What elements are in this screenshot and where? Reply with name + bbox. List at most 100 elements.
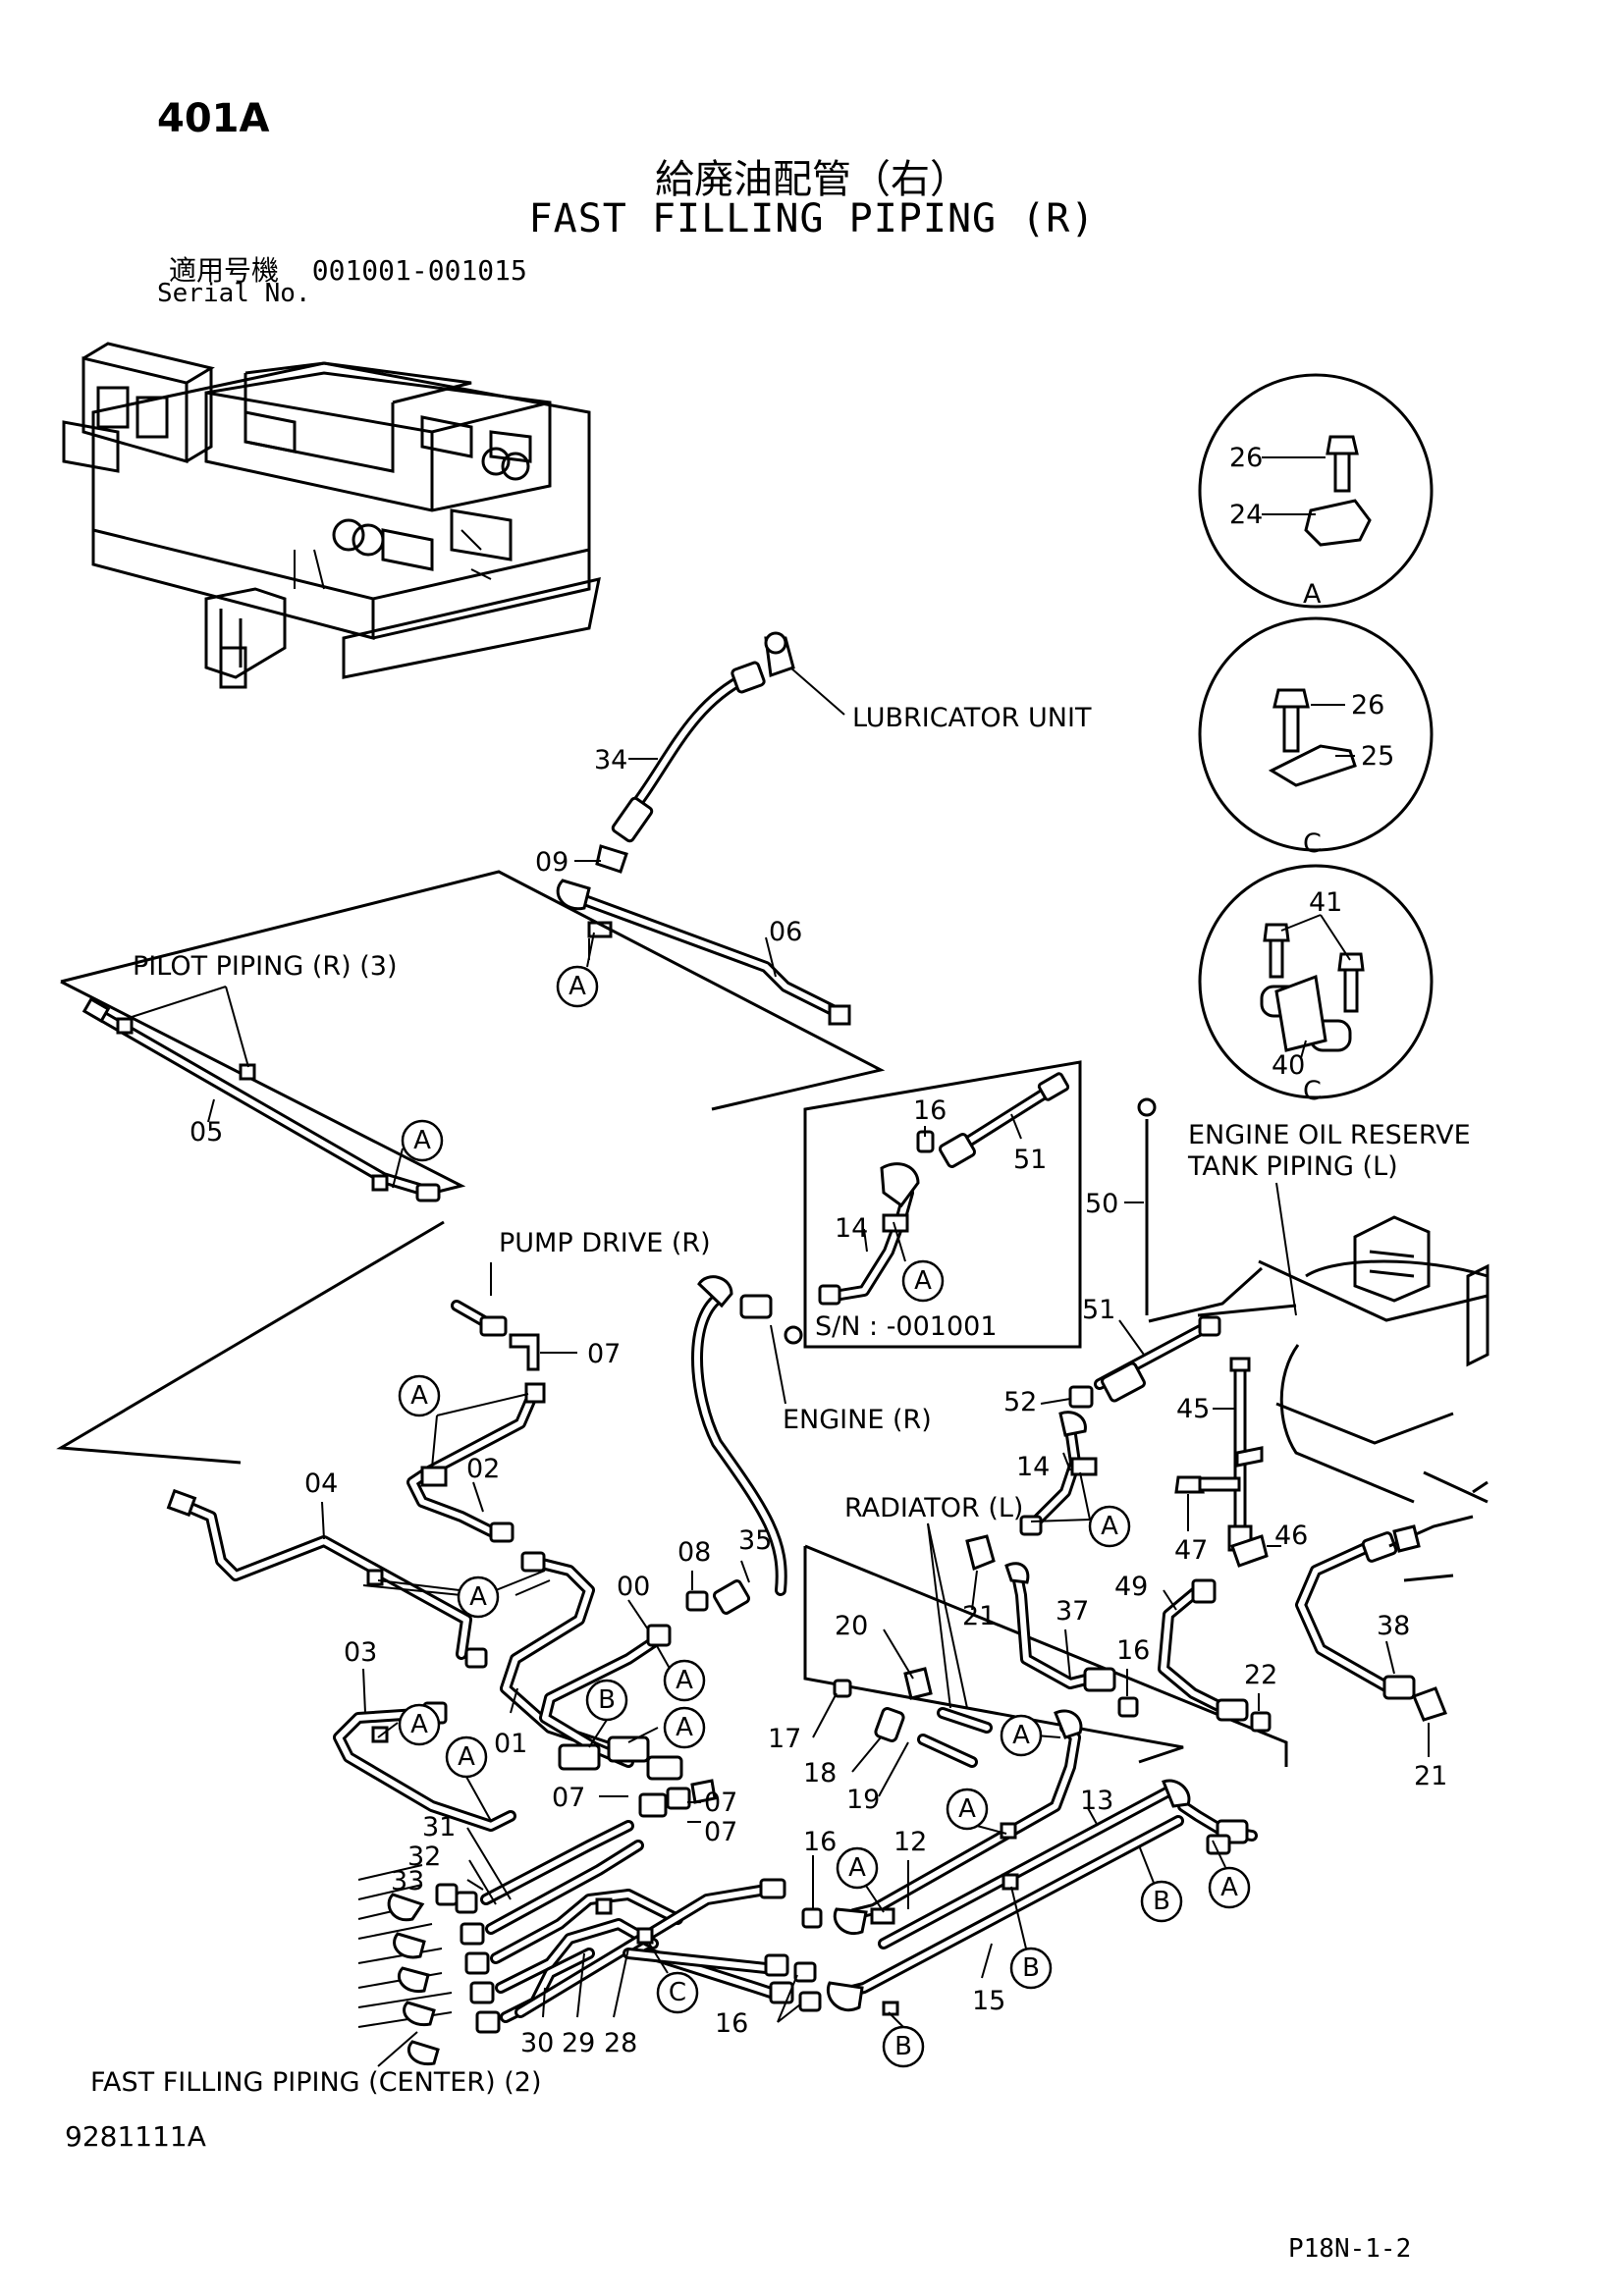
part-14b: 14: [1016, 1452, 1050, 1482]
part-46: 46: [1274, 1521, 1308, 1551]
page-id: 401A: [157, 96, 270, 141]
part-30: 30: [520, 2028, 554, 2058]
callout-a: A: [556, 932, 599, 1008]
inset-sn-001001: 16 51 14 S/N : -001001: [803, 1060, 1082, 1349]
callout-a: A: [893, 1221, 945, 1303]
detail-b-letter: C: [1303, 828, 1322, 859]
pipe-04-group: 04: [56, 1220, 551, 1669]
svg-text:A: A: [469, 1582, 487, 1612]
detail-c-part-41: 41: [1309, 887, 1342, 918]
callout-a: A: [445, 1735, 492, 1822]
page-reference: P18N-1-2: [1288, 2234, 1412, 2264]
engine-oil-tank-group: ENGINE OIL RESERVE TANK PIPING (L) 50: [1085, 1097, 1489, 1504]
part-22: 22: [1244, 1660, 1277, 1690]
part-01: 01: [494, 1729, 527, 1759]
part-02: 02: [466, 1454, 500, 1484]
part-09: 09: [535, 847, 568, 878]
part-06: 06: [769, 917, 802, 947]
inset-part-51: 51: [1013, 1145, 1047, 1175]
part-08: 08: [677, 1537, 711, 1568]
part-05: 05: [189, 1117, 223, 1148]
inset-serial-note: S/N : -001001: [815, 1311, 998, 1342]
part-07b: 07: [552, 1783, 585, 1813]
pilot-piping-group: PILOT PIPING (R) (3) 05: [60, 870, 886, 1202]
lubricator-group: 34 09 06 LUBRICATOR UNIT: [535, 631, 1092, 1026]
callout-b: B: [882, 2011, 925, 2068]
callout-a: A: [836, 1846, 885, 1913]
detail-c-letter: C: [1303, 1076, 1322, 1106]
callout-a: A: [655, 1643, 706, 1702]
part-17: 17: [768, 1724, 801, 1754]
pilot-piping-label: PILOT PIPING (R) (3): [133, 951, 398, 982]
svg-text:B: B: [1022, 1953, 1040, 1983]
part-38: 38: [1377, 1611, 1410, 1641]
part-34: 34: [594, 745, 627, 775]
callout-a: A: [377, 1703, 441, 1746]
inset-part-14: 14: [835, 1213, 868, 1244]
part-16b: 16: [1116, 1635, 1150, 1666]
part-28: 28: [604, 2028, 637, 2058]
fast-filling-center-group: 31 32 33 30 29 28 16 16 FAST FILLING PIP…: [90, 1812, 837, 2098]
part-45: 45: [1176, 1394, 1210, 1424]
radiator-group: RADIATOR (L) 20 17 18 19: [768, 1493, 1288, 1815]
part-04: 04: [304, 1468, 338, 1499]
callout-a: A: [377, 1570, 546, 1619]
serial-line: 適用号機 001001-001015: [169, 249, 527, 289]
svg-text:C: C: [669, 1978, 686, 2007]
svg-text:A: A: [458, 1742, 475, 1772]
right-upper-piping: 51 52 14 45 47 46: [1003, 1266, 1308, 1568]
callout-a: A: [392, 1119, 444, 1189]
callout-a: A: [398, 1374, 529, 1468]
svg-text:A: A: [676, 1713, 693, 1742]
callout-a: A: [1208, 1840, 1251, 1909]
part-35: 35: [738, 1525, 772, 1556]
detail-view-b: 26 25 C: [1198, 616, 1434, 859]
svg-text:A: A: [413, 1126, 431, 1155]
svg-text:A: A: [848, 1853, 866, 1883]
pump-drive-group: PUMP DRIVE (R) 07 02: [406, 1228, 711, 1543]
detail-b-part-25: 25: [1361, 741, 1394, 772]
inset-part-16: 16: [913, 1095, 947, 1126]
detail-b-part-26: 26: [1351, 690, 1384, 721]
part-50: 50: [1085, 1189, 1118, 1219]
fast-filling-center-label: FAST FILLING PIPING (CENTER) (2): [90, 2067, 542, 2098]
part-07a: 07: [587, 1339, 621, 1369]
callout-a: A: [1030, 1471, 1131, 1548]
part-29: 29: [562, 2028, 595, 2058]
part-52: 52: [1003, 1387, 1037, 1417]
svg-text:A: A: [914, 1266, 932, 1296]
callout-b: B: [1138, 1844, 1183, 1923]
part-18: 18: [803, 1758, 837, 1789]
svg-text:A: A: [410, 1381, 428, 1411]
svg-text:B: B: [894, 2032, 912, 2061]
engine-r-label: ENGINE (R): [783, 1405, 932, 1435]
svg-text:A: A: [410, 1710, 428, 1739]
detail-c-part-40: 40: [1272, 1050, 1305, 1081]
detail-a-part-26: 26: [1229, 443, 1263, 473]
svg-text:A: A: [1220, 1873, 1238, 1902]
part-20: 20: [835, 1611, 868, 1641]
radiator-label: RADIATOR (L): [844, 1493, 1023, 1523]
part-33: 33: [391, 1866, 424, 1896]
part-16c: 16: [803, 1827, 837, 1857]
svg-text:A: A: [676, 1666, 693, 1695]
detail-view-a: 26 24 A: [1198, 373, 1434, 610]
part-12: 12: [893, 1827, 927, 1857]
callout-b: B: [585, 1679, 628, 1748]
machine-overview: [62, 342, 601, 689]
part-47: 47: [1174, 1535, 1208, 1566]
callout-c: C: [647, 1941, 699, 2014]
right-lower-piping: 21 37 16 49 22 38 21: [962, 1480, 1489, 1791]
detail-a-part-24: 24: [1229, 500, 1263, 530]
detail-a-letter: A: [1303, 579, 1322, 610]
title-japanese: 給廃油配管（右）: [655, 157, 969, 202]
callout-a: A: [627, 1706, 706, 1749]
lubricator-unit-label: LUBRICATOR UNIT: [852, 703, 1092, 733]
part-49: 49: [1114, 1572, 1148, 1602]
part-21b: 21: [1414, 1761, 1447, 1791]
part-03: 03: [344, 1637, 377, 1668]
part-21a: 21: [962, 1601, 996, 1631]
callout-a: A: [946, 1788, 1007, 1835]
pump-drive-label: PUMP DRIVE (R): [499, 1228, 711, 1258]
